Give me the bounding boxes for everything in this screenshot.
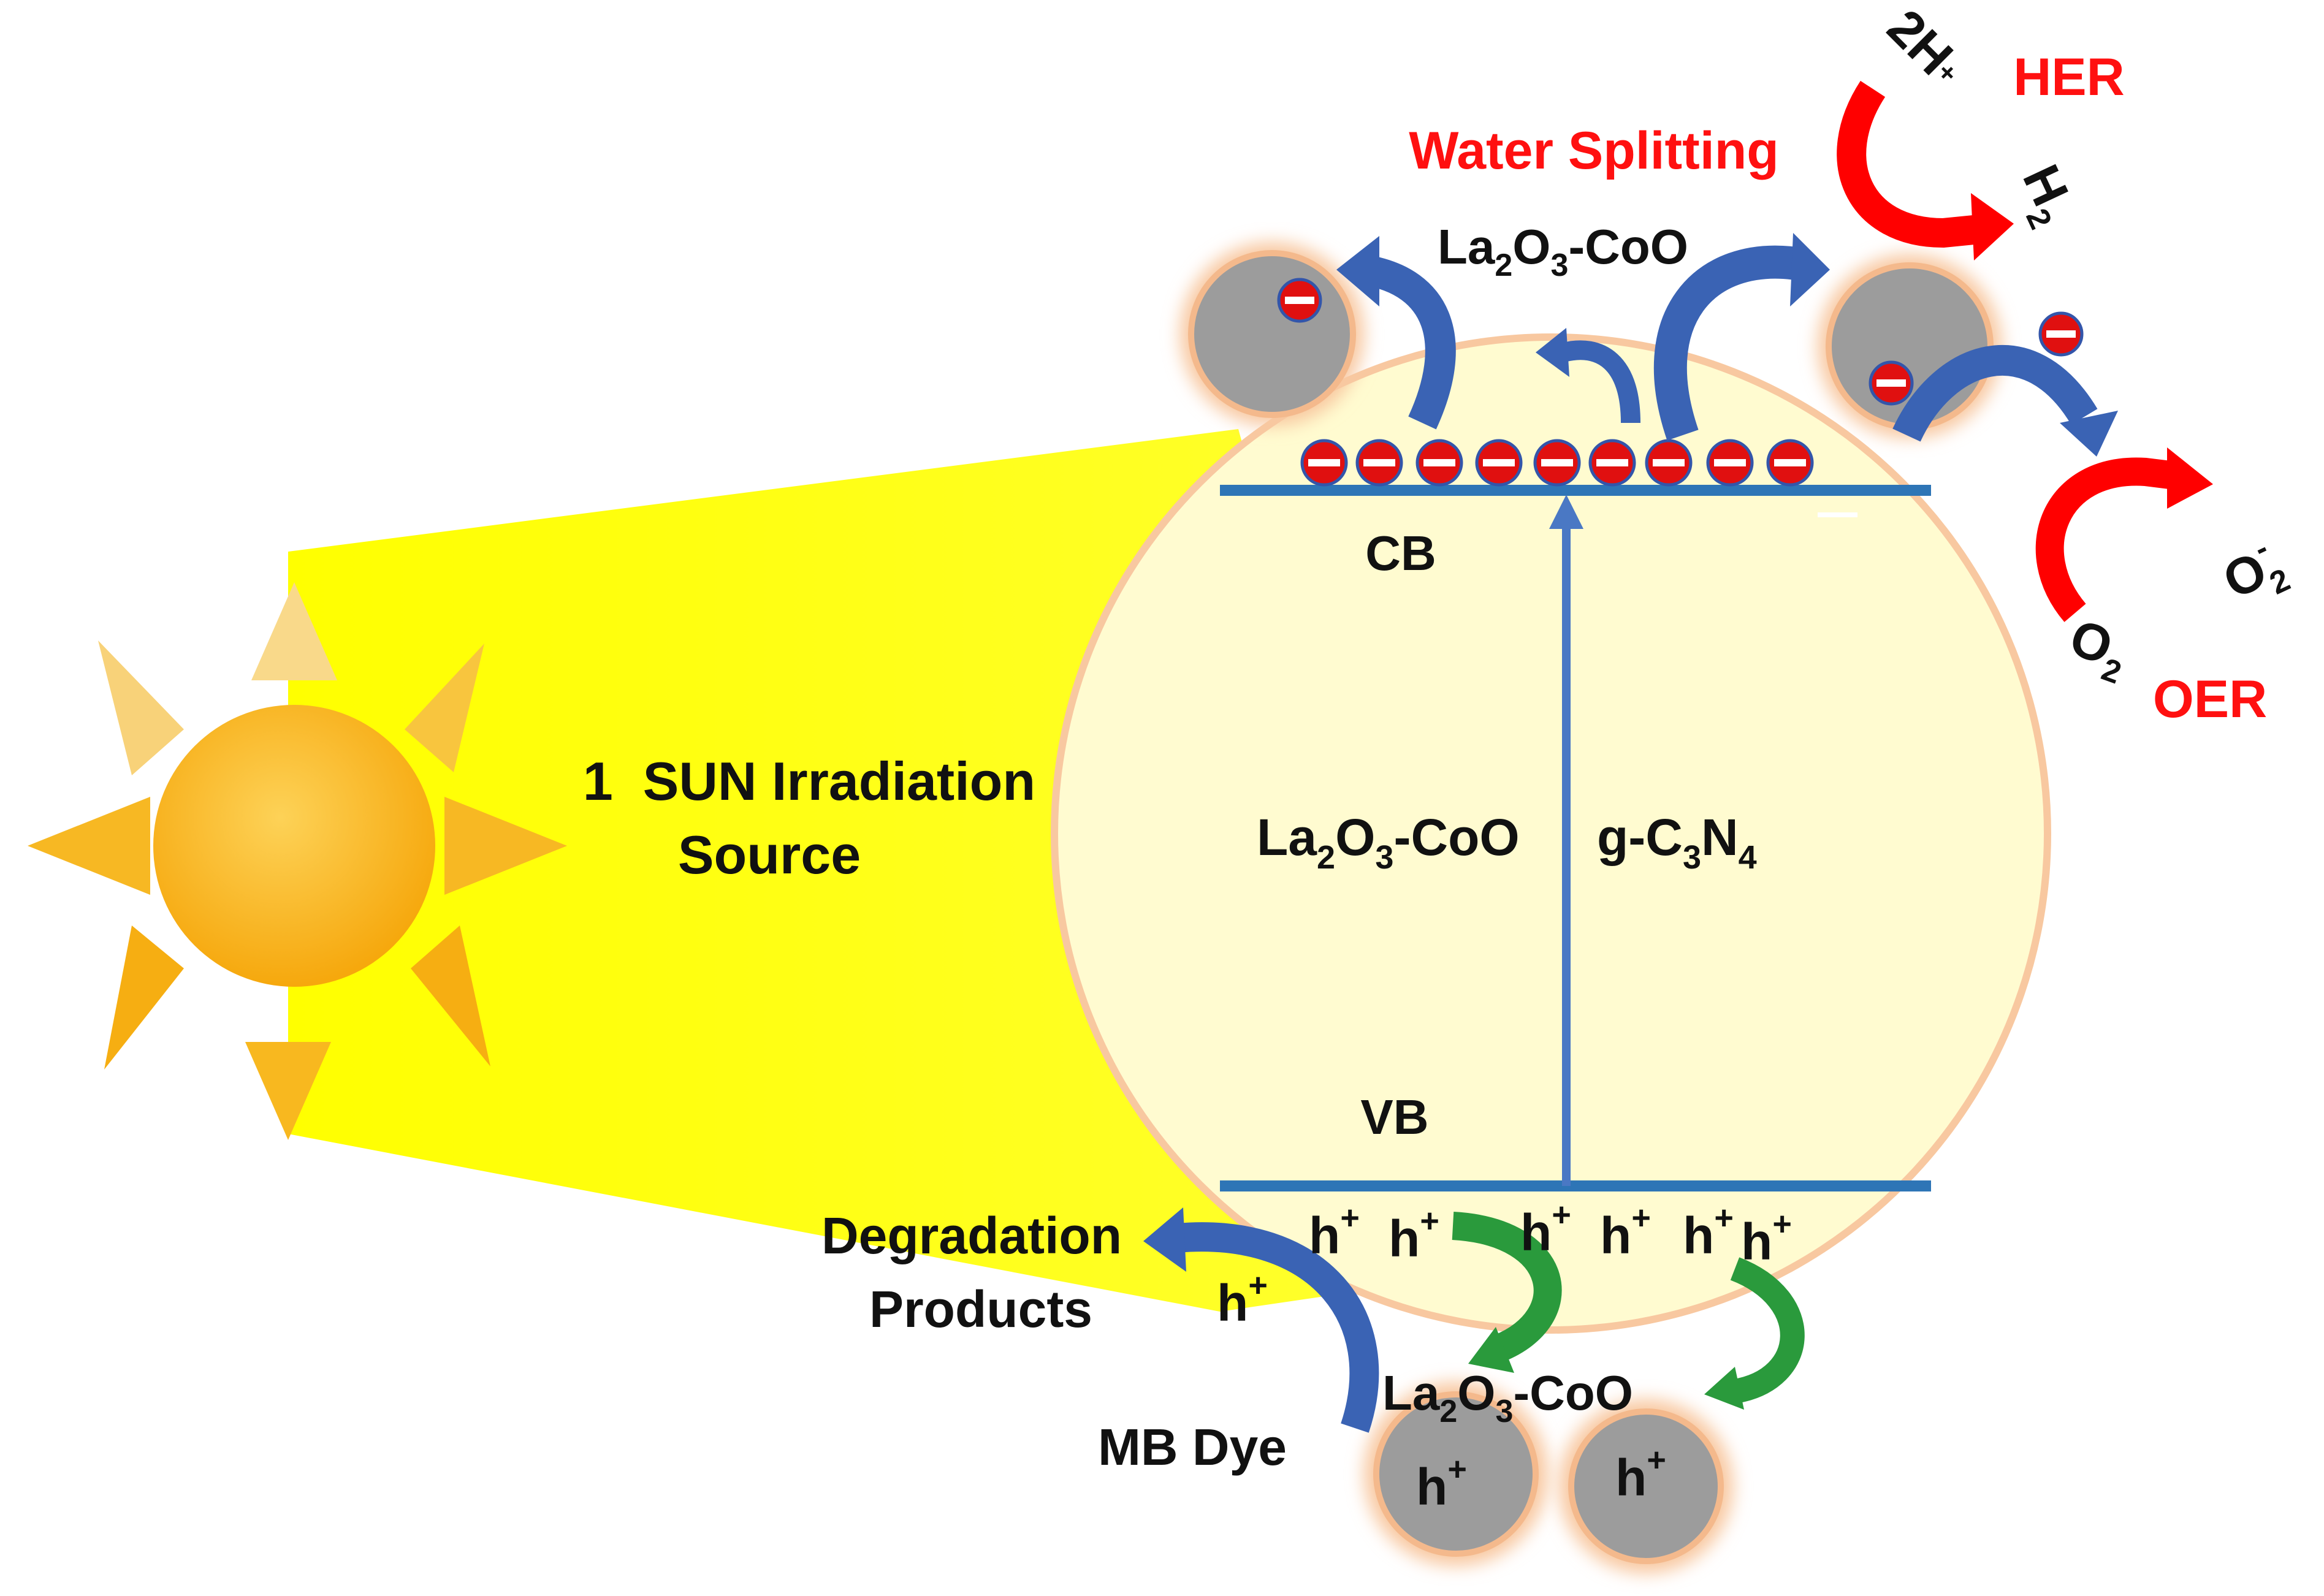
material-left-label: La2O3-CoO bbox=[1257, 808, 1520, 876]
particle-top-right bbox=[1818, 254, 2084, 438]
hole-label: h+ bbox=[1416, 1451, 1467, 1516]
electron bbox=[1645, 439, 1693, 487]
hole-label: h+ bbox=[1309, 1199, 1360, 1264]
hole-label: h+ bbox=[1600, 1199, 1651, 1264]
particle-bottom-left bbox=[1364, 1382, 1548, 1566]
electron bbox=[1533, 439, 1581, 487]
arrow-to-degradation bbox=[1175, 1222, 1379, 1433]
electron bbox=[1706, 439, 1754, 487]
degradation-label-line2: Products bbox=[869, 1280, 1092, 1338]
electron bbox=[1300, 439, 1348, 487]
hole-label: h+ bbox=[1520, 1196, 1571, 1261]
sun-label-line1: 1 SUN Irradiation bbox=[583, 751, 1035, 811]
particle-top-left bbox=[1180, 242, 1364, 426]
electron bbox=[1588, 439, 1636, 487]
arrow-to-o2 bbox=[1892, 345, 2098, 442]
h-plus-label: 2H+ bbox=[1876, 0, 1975, 97]
material-right-label: g-C3N4 bbox=[1597, 808, 1757, 876]
o2-minus-label: O2- bbox=[2212, 528, 2295, 619]
electron bbox=[1766, 439, 1814, 487]
hole-label: h+ bbox=[1683, 1199, 1734, 1264]
electron bbox=[1475, 439, 1523, 487]
electron bbox=[1415, 439, 1463, 487]
material-bottom-label: La2O3-CoO bbox=[1382, 1366, 1633, 1429]
o2-label: O2 bbox=[2059, 608, 2136, 691]
arrow-small-top bbox=[1561, 340, 1640, 424]
h2-label: H2 bbox=[2003, 156, 2087, 235]
her-arrow bbox=[1837, 80, 1976, 248]
sun-icon bbox=[28, 582, 567, 1140]
hole-label: h+ bbox=[1741, 1206, 1792, 1271]
degradation-label-line1: Degradation bbox=[821, 1207, 1122, 1264]
cb-label: CB bbox=[1365, 526, 1436, 580]
blue-arrows bbox=[1143, 233, 2118, 1433]
red-arrows bbox=[1837, 80, 2213, 622]
material-top-label: La2O3-CoO bbox=[1438, 219, 1688, 283]
vb-label: VB bbox=[1360, 1090, 1428, 1144]
water-splitting-title: Water Splitting bbox=[1409, 121, 1779, 180]
arrow-to-top-right-particle bbox=[1653, 245, 1799, 441]
hole-label: h+ bbox=[1217, 1267, 1268, 1332]
hole-label: h+ bbox=[1389, 1203, 1439, 1267]
hole-label: h+ bbox=[1615, 1442, 1666, 1507]
particle-bottom-right bbox=[1559, 1399, 1733, 1573]
oer-arrow bbox=[2035, 457, 2172, 622]
cb-electrons bbox=[1300, 439, 1814, 487]
oer-label: OER bbox=[2153, 670, 2267, 729]
arrow-to-top-left-particle bbox=[1361, 254, 1456, 430]
electron bbox=[1355, 439, 1403, 487]
green-arrow-left bbox=[1452, 1212, 1562, 1362]
green-arrows bbox=[1452, 1212, 1805, 1410]
composite-sphere bbox=[1051, 333, 2051, 1334]
green-arrow-right bbox=[1730, 1257, 1805, 1404]
mb-dye-label: MB Dye bbox=[1098, 1418, 1287, 1476]
sun-label-line2: Source bbox=[678, 824, 861, 885]
her-label: HER bbox=[2013, 48, 2125, 107]
